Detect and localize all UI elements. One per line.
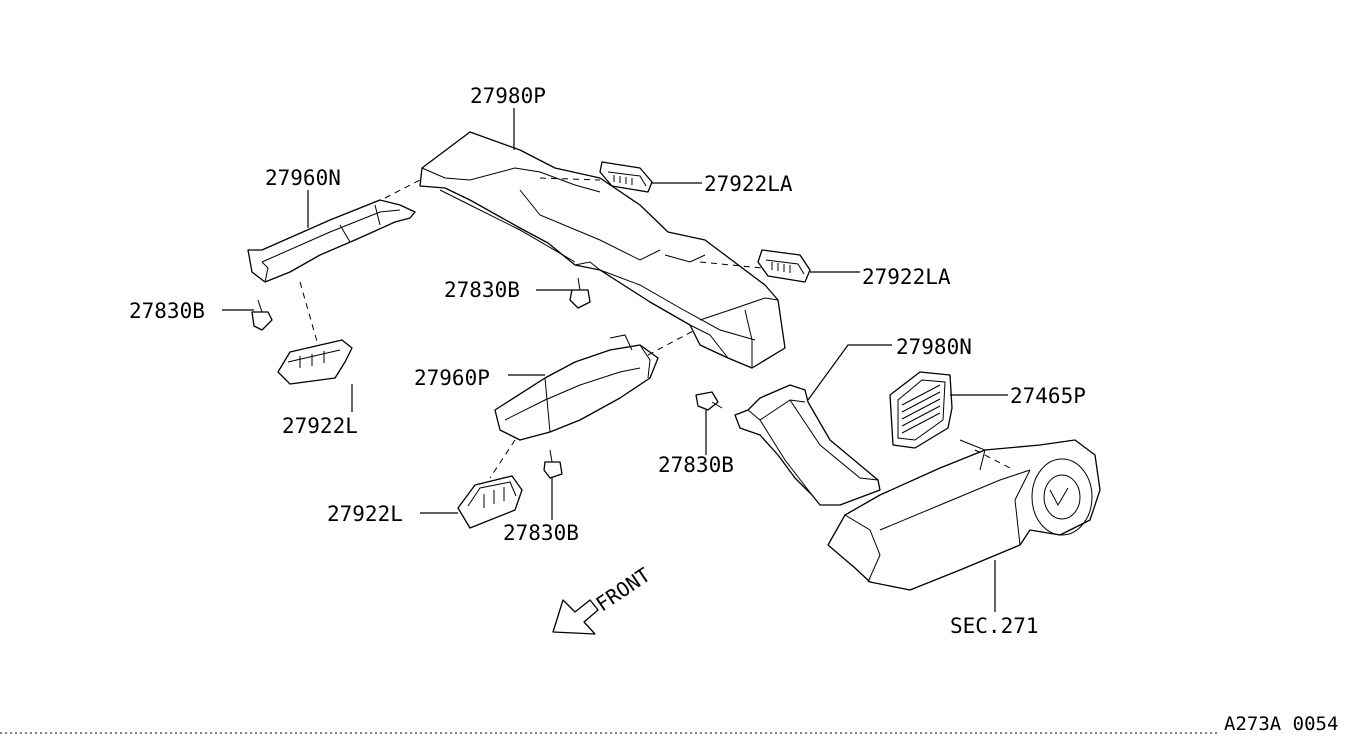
label-27922LA-top: 27922LA — [704, 172, 793, 196]
leader-lines — [222, 108, 1008, 612]
label-27465P: 27465P — [1010, 384, 1086, 408]
vent-27922LA-top — [599, 161, 653, 193]
label-27922LA-right: 27922LA — [862, 265, 951, 289]
side-duct-27960N — [247, 199, 416, 283]
front-label: FRONT — [591, 563, 654, 617]
label-27922L-lower: 27922L — [327, 502, 403, 526]
label-27980P: 27980P — [470, 84, 546, 108]
label-27830B-left: 27830B — [129, 299, 205, 323]
label-27960N: 27960N — [265, 166, 341, 190]
vent-27922LA-right — [757, 249, 811, 283]
side-duct-27960P — [494, 334, 659, 441]
label-27830B-center: 27830B — [444, 278, 520, 302]
clip-27830B-right — [695, 391, 723, 411]
main-duct-27980P — [419, 131, 786, 369]
label-27830B-right: 27830B — [658, 453, 734, 477]
label-27960P: 27960P — [414, 366, 490, 390]
assembly-lines — [299, 177, 1011, 479]
heater-unit-sec271 — [827, 439, 1101, 591]
vent-27922L-left — [277, 339, 353, 385]
label-27980N: 27980N — [896, 335, 972, 359]
label-27830B-lower: 27830B — [503, 521, 579, 545]
clip-27830B-lower — [543, 449, 563, 479]
filter-27465P — [889, 371, 953, 449]
duct-27980N — [734, 384, 881, 506]
clip-27830B-left — [251, 299, 273, 331]
clip-27830B-center — [569, 277, 591, 309]
label-27922L-left: 27922L — [282, 414, 358, 438]
label-sec271: SEC.271 — [950, 614, 1039, 638]
figure-code: A273A 0054 — [1224, 713, 1338, 735]
vent-27922L-lower — [457, 475, 523, 529]
front-arrow — [552, 599, 599, 635]
